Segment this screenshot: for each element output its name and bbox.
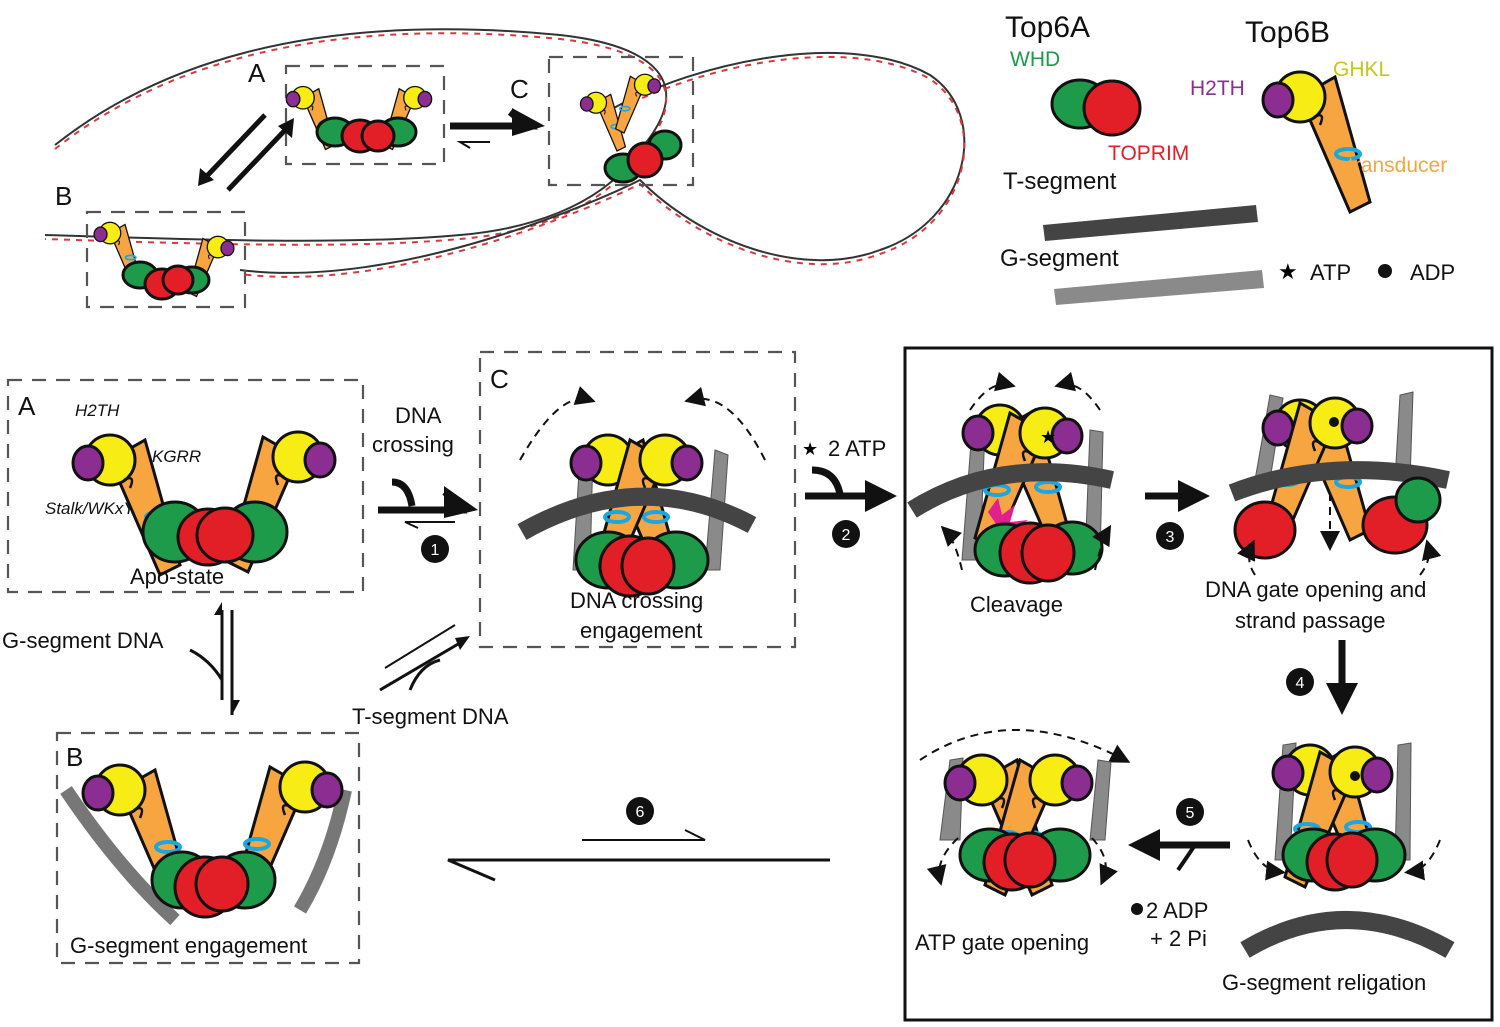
overview-state-c: C <box>510 55 695 187</box>
legend-adp-label: ADP <box>1410 260 1455 285</box>
dna-crossing-line2: crossing <box>372 432 454 457</box>
step-4-number: 4 <box>1296 675 1305 692</box>
overview-equilibrium-arrows-ab <box>198 113 294 192</box>
legend-top6b-title: Top6B <box>1245 16 1330 49</box>
t-segment-dna-label: T-segment DNA <box>352 704 509 729</box>
cleavage-state: ★ Cleavage <box>907 371 1114 617</box>
step-5-number: 5 <box>1186 805 1195 822</box>
step-6-return-arrow: 6 <box>447 797 830 882</box>
legend-whd-label: WHD <box>1010 48 1060 71</box>
panel-a-apo-state: A H2TH KGRR Stalk/WKxY Apo-state <box>6 378 365 594</box>
g-segment-religation-state: G-segment religation <box>1222 742 1455 995</box>
overview-equilibrium-arrows-ac <box>450 108 545 149</box>
t-segment-dna-arrows: T-segment DNA <box>352 624 509 729</box>
step-5-atp-hydrolysis: 5 2 ADP + 2 Pi <box>1128 798 1230 951</box>
step-3-number: 3 <box>1166 529 1175 546</box>
legend: Top6A WHD TOPRIM Top6B H2TH GHKL transdu… <box>1000 11 1455 305</box>
panel-c-caption-line2: engagement <box>580 618 702 643</box>
panel-b-letter: B <box>66 742 83 772</box>
legend-g-segment-bar <box>1054 270 1264 305</box>
panel-c-dna-crossing: C DNA crossing engagement <box>478 350 797 649</box>
religation-caption: G-segment religation <box>1222 970 1426 995</box>
legend-ghkl-label: GHKL <box>1333 58 1390 81</box>
step-2-atp-star-icon: ★ <box>802 439 818 459</box>
legend-top6a-title: Top6A <box>1005 11 1090 44</box>
panel-c-caption-line1: DNA crossing <box>570 588 703 613</box>
legend-atp-star-icon: ★ <box>1278 259 1298 284</box>
panel-c-letter: C <box>490 364 509 394</box>
panel-a-kgrr-label: KGRR <box>152 447 201 466</box>
adp-line1: 2 ADP <box>1146 898 1208 923</box>
step-1-number: 1 <box>431 542 440 559</box>
legend-toprim-domain <box>1082 79 1142 137</box>
step-2-atp-label: 2 ATP <box>828 436 886 461</box>
cleavage-atp-star-icon: ★ <box>1040 427 1056 447</box>
panel-a-caption: Apo-state <box>130 564 224 589</box>
adp-line2: + 2 Pi <box>1150 926 1207 951</box>
overview-label-a: A <box>248 58 266 88</box>
step-4-arrow: 4 <box>1286 640 1358 715</box>
panel-a-letter: A <box>18 391 36 421</box>
panel-b-g-segment-engagement: B G-segment engagement <box>55 731 361 965</box>
legend-h2th-label: H2TH <box>1190 77 1245 100</box>
panel-b-caption: G-segment engagement <box>70 933 307 958</box>
overview-label-c: C <box>510 74 529 104</box>
overview-label-b: B <box>55 181 72 211</box>
catalytic-cycle-box <box>903 346 1494 1022</box>
dna-gate-caption-line1: DNA gate opening and <box>1205 577 1426 602</box>
legend-toprim-label: TOPRIM <box>1108 142 1189 165</box>
step-6-number: 6 <box>636 804 645 821</box>
step-2-number: 2 <box>842 527 851 544</box>
atp-gate-caption: ATP gate opening <box>915 930 1089 955</box>
atp-gate-opening-state: ATP gate opening <box>915 729 1131 955</box>
legend-g-segment-label: G-segment <box>1000 245 1119 272</box>
overview-state-a: A <box>248 58 446 166</box>
overview-state-b: B <box>55 181 247 309</box>
dna-crossing-line1: DNA <box>395 403 442 428</box>
g-segment-dna-arrows: G-segment DNA <box>2 602 240 715</box>
step-1-dna-crossing: DNA crossing 1 <box>372 403 478 563</box>
dna-gate-opening-state: DNA gate opening and strand passage <box>1205 391 1450 633</box>
dna-plasmid-overview <box>44 28 966 278</box>
legend-atp-label: ATP <box>1310 260 1351 285</box>
legend-transducer-label: transducer <box>1348 154 1447 177</box>
legend-t-segment-label: T-segment <box>1003 168 1117 195</box>
g-segment-dna-label: G-segment DNA <box>2 628 164 653</box>
gate-adp-dot-icon <box>1329 417 1339 427</box>
step-5-adp-dot-icon <box>1131 903 1143 915</box>
legend-top6b-subunit <box>1261 70 1372 214</box>
dna-gate-caption-line2: strand passage <box>1235 608 1385 633</box>
cleavage-caption: Cleavage <box>970 592 1063 617</box>
step-2-atp-binding: ★ 2 ATP 2 <box>802 436 897 548</box>
step-3-arrow: 3 <box>1145 480 1210 550</box>
panel-a-stalk-label: Stalk/WKxY <box>45 499 136 518</box>
religation-adp-dot-icon <box>1350 771 1360 781</box>
legend-t-segment-bar <box>1043 205 1258 241</box>
panel-a-h2th-label: H2TH <box>75 401 120 420</box>
legend-adp-dot-icon <box>1378 264 1392 278</box>
